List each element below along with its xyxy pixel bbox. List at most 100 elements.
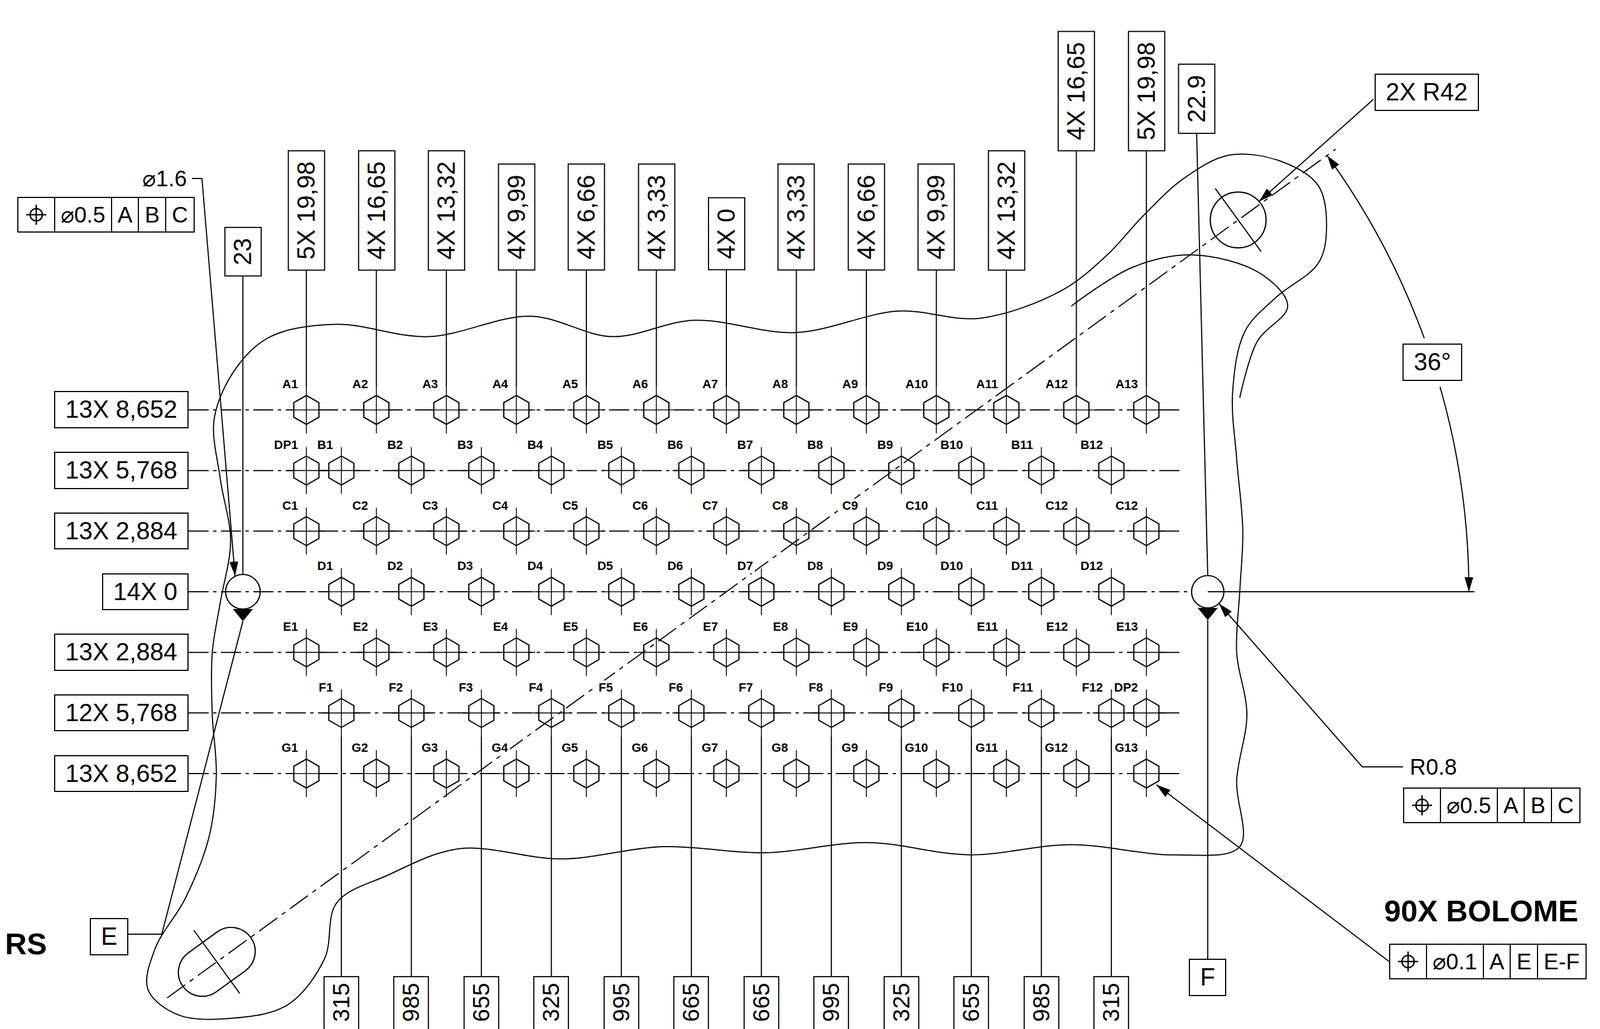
hole-center-tick <box>322 470 361 472</box>
hole-label: B4 <box>525 437 545 452</box>
center-line <box>188 591 1192 593</box>
break-outline <box>1071 254 1288 398</box>
hole-center-tick <box>812 470 851 472</box>
dimension-value: 655 <box>468 982 495 1023</box>
basic-dimension-box: 13X 8,652 <box>54 755 189 793</box>
center-mark <box>1215 188 1261 252</box>
dimension-value: 13X 2,884 <box>65 638 178 666</box>
hole-label: B11 <box>1009 437 1035 452</box>
center-line <box>188 652 1184 654</box>
hole-label: G1 <box>280 740 300 755</box>
hole-label: A7 <box>700 377 720 392</box>
hole-label: F8 <box>807 680 826 695</box>
hole-center-tick <box>532 712 571 715</box>
hole-center-tick <box>392 470 431 472</box>
hole-label: C3 <box>420 498 440 513</box>
hole-center-tick <box>532 470 571 472</box>
hole-center-tick <box>952 712 991 715</box>
hole-center-tick <box>392 712 431 715</box>
extension-line <box>725 270 727 387</box>
hole-label: B3 <box>455 437 475 452</box>
hole-center-tick <box>1057 652 1096 654</box>
hole-center-tick <box>427 652 466 654</box>
hole-center-tick <box>1022 591 1061 593</box>
basic-dimension-box: 12X 5,768 <box>54 694 189 732</box>
basic-dimension-box: 665 <box>743 976 780 1029</box>
extension-line <box>550 736 552 977</box>
hole-center-tick <box>357 652 396 654</box>
hole-center-tick <box>602 591 641 593</box>
extension-line <box>1110 736 1112 977</box>
dimension-value: 13X 8,652 <box>65 395 178 423</box>
hole-center-tick <box>602 470 641 472</box>
hole-label: C1 <box>280 498 300 513</box>
tolerance-cell: C <box>165 198 194 232</box>
basic-dimension-box: 14X 0 <box>102 573 189 611</box>
dimension-value: 4X 16,65 <box>1062 41 1090 141</box>
hole-center-tick <box>917 773 956 775</box>
basic-dimension-box: 13X 5,768 <box>54 451 189 490</box>
hole-center-tick <box>287 409 326 411</box>
dimension-value: 655 <box>957 982 985 1023</box>
hole-center-tick <box>952 470 991 472</box>
hole-center-tick <box>1127 712 1166 715</box>
hole-label: A11 <box>974 377 1000 392</box>
hole-label: A6 <box>630 377 650 392</box>
hole-label: F5 <box>596 680 615 695</box>
hole-label: G9 <box>840 740 860 755</box>
hole-label: G13 <box>1112 740 1140 755</box>
hole-label: E12 <box>1044 619 1070 634</box>
dimension-value: 315 <box>1097 982 1125 1023</box>
hole-label: DP2 <box>1112 680 1140 695</box>
tolerance-cell: B <box>137 198 166 232</box>
feature-control-frame: ⌀0.5ABC <box>17 196 195 233</box>
dimension-value: 23 <box>228 238 257 266</box>
hole-center-tick <box>287 652 326 654</box>
hole-label: A13 <box>1113 377 1140 392</box>
hole-label: F3 <box>456 680 475 695</box>
reference-line <box>1207 591 1475 593</box>
dimension-value: 4X 3,33 <box>642 174 670 260</box>
extension-line <box>242 276 244 575</box>
hole-center-tick <box>847 531 886 533</box>
dimension-value: 36° <box>1413 348 1452 376</box>
hole-center-tick <box>427 409 466 411</box>
basic-dimension-box: 325 <box>533 976 570 1029</box>
hole-label: B8 <box>805 437 825 452</box>
basic-dimension-box: 4X 3,33 <box>777 163 816 271</box>
hole-center-tick <box>1022 712 1061 715</box>
hole-label: C7 <box>700 498 720 513</box>
hole-center-tick <box>497 409 536 411</box>
hole-label: A12 <box>1043 377 1070 392</box>
hole-center-tick <box>567 652 606 654</box>
hole-center-tick <box>567 409 606 411</box>
position-symbol <box>1410 794 1434 817</box>
hole-label: D9 <box>875 558 895 573</box>
hole-label: F11 <box>1010 680 1035 695</box>
basic-dimension-box: 655 <box>463 976 500 1029</box>
hole-label: E6 <box>631 619 650 634</box>
basic-dimension-box: 995 <box>813 976 850 1029</box>
hole-label: D8 <box>805 558 825 573</box>
dimension-value: 995 <box>817 982 845 1023</box>
hole-label: F4 <box>527 680 546 695</box>
hole-center-tick <box>567 531 606 533</box>
basic-dimension-box: 4X 6,66 <box>567 163 606 271</box>
leader-line <box>1218 603 1404 768</box>
hole-center-tick <box>777 531 816 533</box>
dimension-note: ⌀1.6 <box>140 165 189 192</box>
basic-dimension-box: 665 <box>673 976 710 1029</box>
dimension-value: 4X 9,99 <box>922 174 950 260</box>
hole-label: G4 <box>489 740 510 755</box>
tolerance-cell: A <box>1496 788 1525 823</box>
hole-label: F12 <box>1080 680 1105 695</box>
extension-line <box>585 270 587 387</box>
extension-line <box>516 270 518 387</box>
hole-label: C8 <box>770 498 790 513</box>
basic-dimension-box: 4X 13,32 <box>427 150 466 271</box>
hole-label: F7 <box>736 680 755 695</box>
dimension-value: F <box>1200 963 1216 991</box>
dimension-value: 14X 0 <box>113 577 178 606</box>
dimension-value: 665 <box>677 982 705 1023</box>
